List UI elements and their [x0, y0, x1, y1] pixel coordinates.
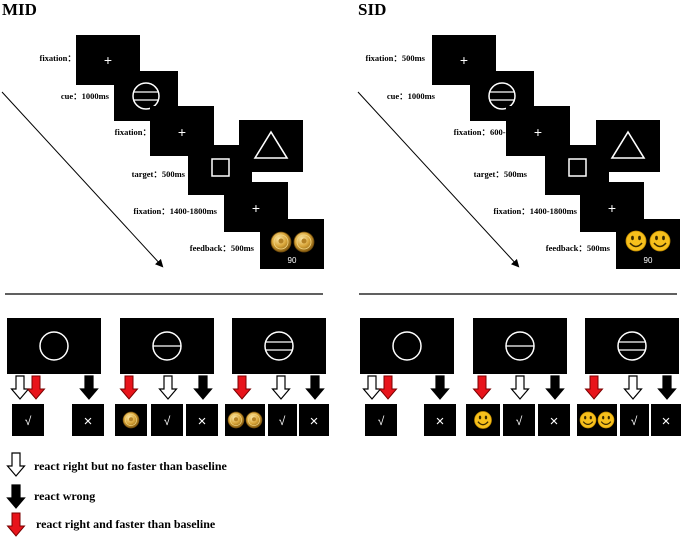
mid-target-triangle — [253, 130, 289, 159]
sid-fixation-cross-3: + — [608, 200, 616, 216]
mid-target-square — [211, 158, 230, 177]
sid-label-cue: cue：1000ms — [386, 91, 435, 101]
sid-outcomes: √ × √ × √ × — [360, 318, 681, 436]
sid-label-feedback: feedback：500ms — [545, 243, 610, 253]
sid-fb-low-miss — [538, 404, 570, 436]
mid-outcomes: √ × √ × √ × — [7, 318, 329, 436]
sid-target-triangle — [610, 130, 646, 159]
sid-staircase: + + + 90 — [357, 35, 680, 269]
legend-white-arrow-icon — [6, 452, 26, 477]
sid-cue-neutral — [360, 318, 454, 374]
mid-cue-circle — [132, 82, 160, 110]
sid-fb-neutral-miss — [424, 404, 456, 436]
mid-fixation-cross-3: + — [252, 200, 260, 216]
mid-title: MID — [2, 0, 37, 19]
mid-fb-low-hit — [151, 404, 183, 436]
mid-fb-neutral-miss — [72, 404, 104, 436]
sid-target-square — [568, 158, 587, 177]
sid-fb-low-hit — [503, 404, 535, 436]
mid-feedback-coin-2 — [293, 231, 315, 253]
mid-staircase: + + + 90 — [1, 35, 324, 269]
svg-text:×: × — [84, 413, 93, 430]
svg-text:√: √ — [25, 414, 32, 428]
mid-fb-low-miss — [186, 404, 218, 436]
sid-feedback-smiley-2 — [649, 230, 671, 252]
svg-text:√: √ — [631, 414, 638, 428]
mid-label-fixation1: fixation：500ms — [39, 53, 99, 63]
legend-black-arrow-icon — [6, 484, 26, 509]
legend-react-wrong: react wrong — [34, 489, 96, 503]
sid-feedback-smiley-1 — [625, 230, 647, 252]
svg-text:√: √ — [279, 414, 286, 428]
legend-react-right-slow: react right but no faster than baseline — [34, 459, 227, 473]
mid-feedback-coin-1 — [270, 231, 292, 253]
svg-text:×: × — [310, 413, 319, 430]
sid-fixation-cross-1: + — [460, 52, 468, 68]
mid-fixation-cross-1: + — [104, 52, 112, 68]
sid-label-fixation3: fixation：1400-1800ms — [493, 206, 577, 216]
sid-cue-circle — [488, 82, 516, 110]
svg-text:√: √ — [516, 414, 523, 428]
svg-text:√: √ — [378, 414, 385, 428]
legend-red-arrow-icon — [7, 512, 25, 537]
mid-feedback-value: 90 — [288, 256, 297, 265]
svg-text:×: × — [550, 413, 559, 430]
legend-react-right-fast: react right and faster than baseline — [36, 517, 216, 531]
mid-label-feedback: feedback：500ms — [189, 243, 254, 253]
sid-fb-high-miss — [651, 404, 681, 436]
mid-label-target: target：500ms — [131, 169, 185, 179]
svg-text:×: × — [662, 413, 671, 430]
svg-text:×: × — [198, 413, 207, 430]
sid-label-fixation2: fixation：600-1000ms — [453, 127, 533, 137]
svg-text:×: × — [436, 413, 445, 430]
mid-fb-high-hit — [268, 404, 297, 436]
sid-time-arrow — [357, 91, 520, 268]
mid-cue-high — [232, 318, 326, 374]
sid-fb-high-hit — [620, 404, 649, 436]
mid-fb-neutral-hit — [12, 404, 44, 436]
mid-fb-high-miss — [299, 404, 329, 436]
sid-label-target: target：500ms — [473, 169, 527, 179]
mid-cue-neutral — [7, 318, 101, 374]
mid-fixation-cross-2: + — [178, 124, 186, 140]
mid-label-cue: cue：1000ms — [60, 91, 109, 101]
svg-text:√: √ — [164, 414, 171, 428]
sid-cue-high — [585, 318, 679, 374]
sid-label-fixation1: fixation：500ms — [365, 53, 425, 63]
mid-time-arrow — [1, 91, 164, 268]
sid-feedback-value: 90 — [644, 256, 653, 265]
sid-fixation-cross-2: + — [534, 124, 542, 140]
mid-label-fixation3: fixation：1400-1800ms — [133, 206, 217, 216]
sid-title: SID — [358, 0, 387, 19]
sid-fb-neutral-hit — [365, 404, 397, 436]
